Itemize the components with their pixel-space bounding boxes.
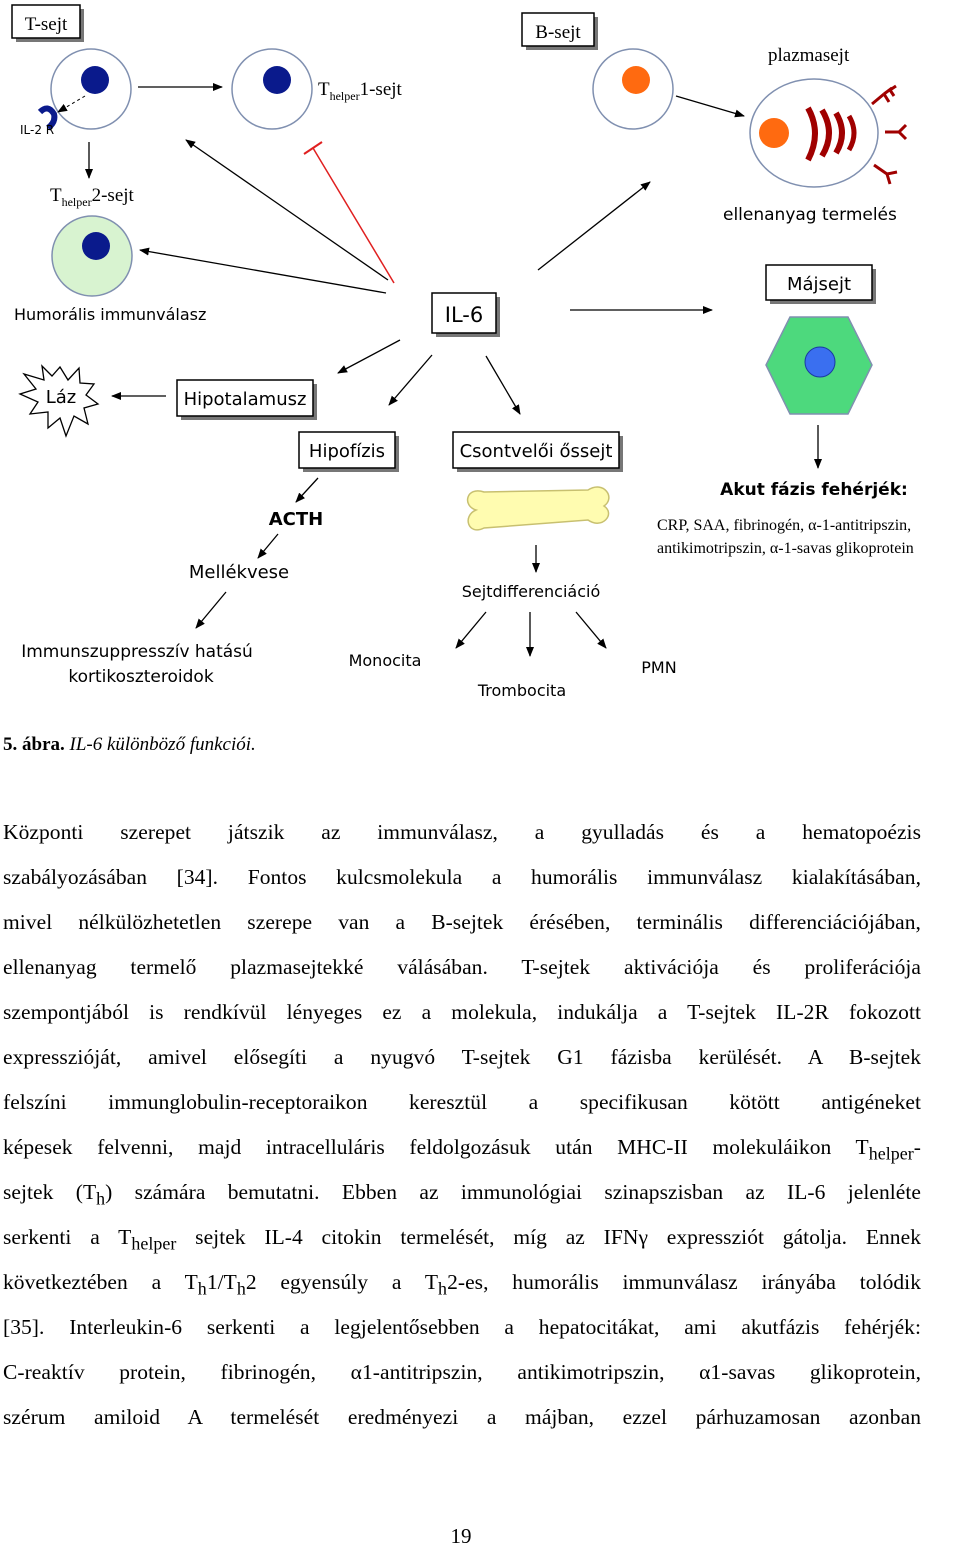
arrow-il6-to-stem-cell — [485, 355, 521, 415]
arrow-acth-to-adrenal — [257, 533, 279, 559]
pituitary-box: Hipofízis — [298, 431, 399, 472]
stem-cell-box: Csontvelői őssejt — [452, 431, 623, 472]
t-cell: IL-2 R — [20, 48, 132, 137]
il6-function-diagram: T-sejt IL-2 R Thelper1-sejt Thelper2-sej… — [11, 4, 914, 700]
arrow-il6-to-b-cell — [537, 181, 651, 271]
pmn-label: PMN — [641, 658, 676, 677]
arrow-il6-to-t-cell — [185, 139, 389, 281]
paragraph-line: képesek felvenni, majd intracelluláris f… — [3, 1135, 921, 1164]
paragraph-line: szérum amiloid A termelését eredményezi … — [3, 1405, 921, 1429]
monocyte-label: Monocita — [349, 651, 422, 670]
arrow-pituitary-to-acth — [295, 477, 319, 503]
arrow-b-to-plasma — [675, 95, 745, 118]
acute-phase-title: Akut fázis fehérjék: — [720, 480, 908, 500]
liver-cell-label: Májsejt — [787, 274, 851, 295]
il6-box: IL-6 — [431, 292, 500, 337]
b-cell-label: B-sejt — [535, 22, 581, 43]
paragraph-line: Központi szerepet játszik az immunválasz… — [3, 820, 921, 844]
paragraph-line: mivel nélkülözhetetlen szerepe van a B-s… — [3, 910, 921, 934]
b-cell — [592, 48, 674, 130]
paragraph-line: felszíni immunglobulin-receptoraikon ker… — [3, 1090, 921, 1114]
caption-text: IL-6 különböző funkciói. — [69, 734, 256, 755]
t-cell-label-box: T-sejt — [11, 4, 84, 42]
figure-caption: 5. ábra. IL-6 különböző funkciói. — [3, 734, 256, 756]
paragraph-line: ellenanyag termelő plazmasejtekké válásá… — [3, 955, 921, 979]
th2-cell: Thelper2-sejt — [50, 185, 135, 297]
thrombocyte-label: Trombocita — [477, 681, 566, 700]
acute-phase-line-1: CRP, SAA, fibrinogén, α-1-antitripszin, — [657, 517, 911, 534]
inhibition-il6-th1 — [303, 141, 395, 284]
fever-star: Láz — [18, 364, 100, 438]
arrow-il6-to-hypothalamus — [337, 339, 401, 374]
il6-label: IL-6 — [445, 303, 483, 327]
th1-label: Thelper1-sejt — [318, 79, 403, 103]
immunosuppressive-label-2: kortikoszteroidok — [68, 667, 213, 687]
plasma-cell-label: plazmasejt — [768, 45, 850, 66]
arrow-adrenal-to-corticosteroids — [195, 591, 227, 629]
immunosuppressive-label-1: Immunszuppresszív hatású — [21, 642, 253, 662]
pituitary-label: Hipofízis — [309, 441, 385, 462]
liver-cell — [765, 316, 873, 415]
paragraph-line: expresszióját, amivel elősegíti a nyugvó… — [3, 1045, 921, 1069]
humoral-response-label: Humorális immunválasz — [14, 305, 206, 324]
t-cell-label: T-sejt — [25, 14, 68, 35]
acth-label: ACTH — [269, 509, 323, 530]
stem-cell-label: Csontvelői őssejt — [460, 441, 613, 462]
arrow-to-pmn — [575, 611, 607, 649]
liver-cell-label-box: Májsejt — [765, 264, 876, 304]
b-cell-label-box: B-sejt — [521, 12, 598, 50]
hypothalamus-box: Hipotalamusz — [176, 379, 317, 420]
body-paragraph: Központi szerepet játszik az immunválasz… — [3, 810, 921, 1440]
differentiation-label: Sejtdifferenciáció — [462, 582, 600, 601]
fever-label: Láz — [46, 387, 77, 408]
bone-icon — [466, 486, 610, 531]
paragraph-line: [35]. Interleukin-6 serkenti a legjelent… — [3, 1315, 921, 1339]
th2-label: Thelper2-sejt — [50, 185, 135, 209]
paragraph-line: szempontjából is rendkívül lényeges ez a… — [3, 1000, 921, 1024]
hypothalamus-label: Hipotalamusz — [184, 389, 307, 410]
arrow-il6-to-pituitary — [388, 354, 433, 406]
arrow-il6-to-th2 — [139, 247, 387, 294]
paragraph-line: szabályozásában [34]. Fontos kulcsmoleku… — [3, 865, 921, 889]
antibody-production-label: ellenanyag termelés — [723, 205, 897, 225]
paragraph-line: C-reaktív protein, fibrinogén, α1-antitr… — [3, 1360, 921, 1384]
acute-phase-line-2: antikimotripszin, α-1-savas glikoprotein — [657, 540, 914, 557]
page-number: 19 — [450, 1524, 472, 1548]
paragraph-line: sejtek (Th) számára bemutatni. Ebben az … — [3, 1180, 921, 1209]
il2r-label: IL-2 R — [20, 123, 54, 137]
paragraph-line: következtében a Th1/Th2 egyensúly a Th2-… — [3, 1270, 921, 1299]
arrow-to-monocyte — [455, 611, 487, 649]
th1-cell: Thelper1-sejt — [231, 48, 403, 130]
antibody-icons — [871, 84, 908, 185]
caption-number: 5. ábra. — [3, 734, 65, 755]
adrenal-label: Mellékvese — [189, 562, 289, 583]
paragraph-line: serkenti a Thelper sejtek IL-4 citokin t… — [3, 1225, 921, 1254]
plasma-cell: plazmasejt ellenanyag termelés — [723, 45, 908, 225]
